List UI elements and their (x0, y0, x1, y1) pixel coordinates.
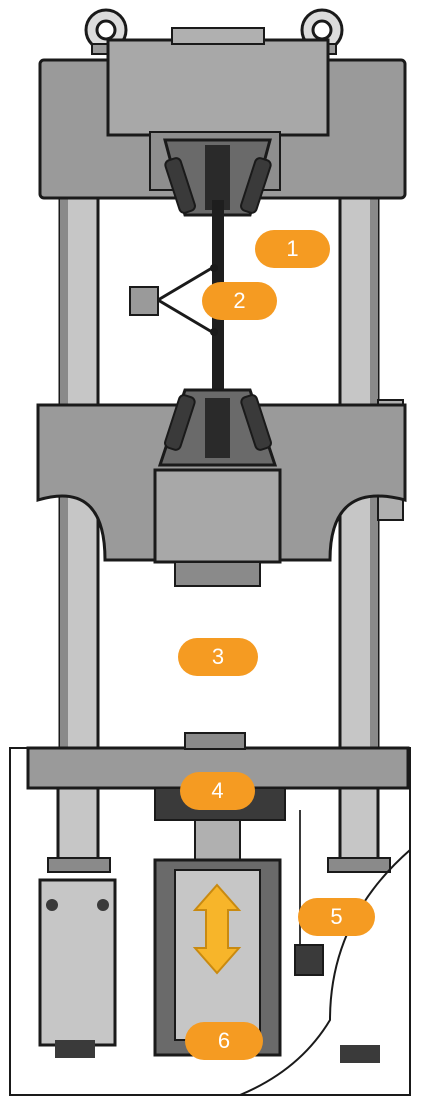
callout-4: 4 (180, 772, 255, 810)
callout-6: 6 (185, 1022, 263, 1060)
lower-grip (160, 390, 275, 465)
callout-3: 3 (178, 638, 258, 676)
left-actuator (40, 880, 115, 1058)
callout-2: 2 (202, 282, 277, 320)
callout-5: 5 (298, 898, 375, 936)
callout-1: 1 (255, 230, 330, 268)
foot (340, 1045, 380, 1063)
